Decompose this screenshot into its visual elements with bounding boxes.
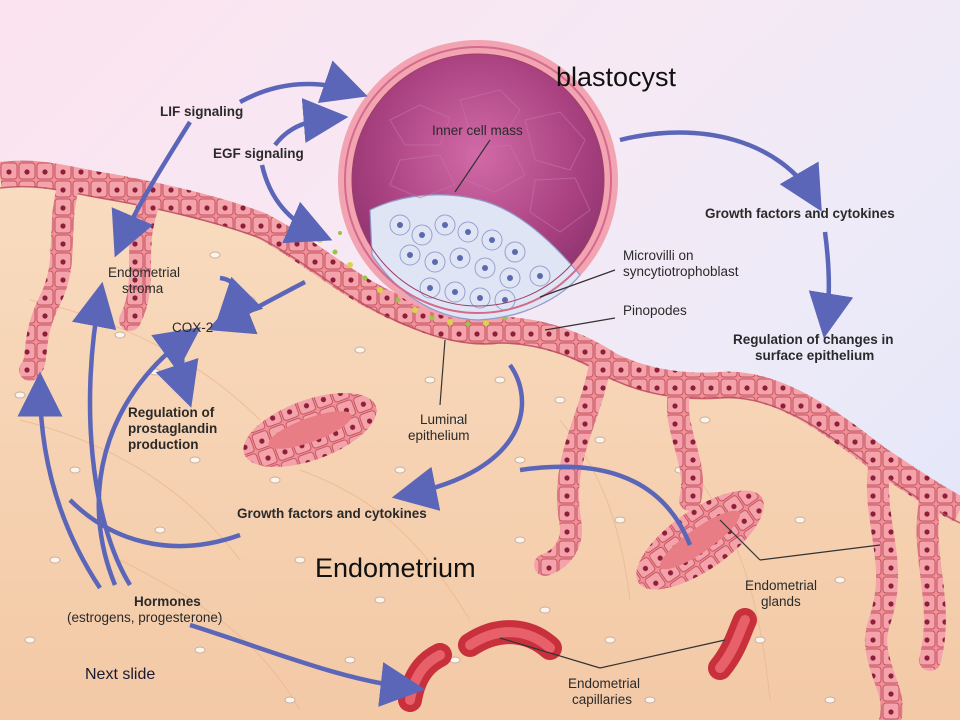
leader-lines xyxy=(439,139,881,669)
label-hormones: Hormones xyxy=(134,594,201,609)
label-endometrial-glands-line1: Endometrial xyxy=(745,578,818,593)
label-luminal-epithelium-line1: Luminal xyxy=(420,412,468,427)
label-microvilli-line2: syncytiotrophoblast xyxy=(623,264,739,279)
label-regulation-prostaglandin: Regulation of prostaglandin production xyxy=(128,405,217,453)
blastocyst xyxy=(338,40,618,321)
gland-cross-sections xyxy=(243,393,764,590)
label-regulation-prostaglandin-line2: prostaglandin xyxy=(128,421,218,436)
title-blastocyst: blastocyst xyxy=(556,62,677,92)
label-egf-signaling: EGF signaling xyxy=(213,146,304,161)
label-regulation-surface: Regulation of changes in surface epithel… xyxy=(733,332,894,364)
label-hormones-detail: (estrogens, progesterone) xyxy=(67,610,223,625)
label-endometrial-glands-line2: glands xyxy=(761,594,801,609)
signaling-arrows xyxy=(17,60,854,707)
title-endometrium: Endometrium xyxy=(315,553,476,583)
label-growth-factors-bottom: Growth factors and cytokines xyxy=(237,506,427,521)
label-regulation-prostaglandin-line1: Regulation of xyxy=(128,405,215,420)
label-endometrial-capillaries: Endometrial capillaries xyxy=(568,676,640,708)
label-endometrial-stroma-line1: Endometrial xyxy=(108,265,181,280)
label-inner-cell-mass: Inner cell mass xyxy=(432,123,523,138)
next-slide-link[interactable]: Next slide xyxy=(85,666,156,683)
label-lif-signaling: LIF signaling xyxy=(160,104,244,119)
label-endometrial-stroma-line2: stroma xyxy=(122,281,164,296)
label-microvilli-line1: Microvilli on xyxy=(623,248,694,263)
label-regulation-surface-line2: surface epithelium xyxy=(755,348,875,363)
label-regulation-prostaglandin-line3: production xyxy=(128,437,199,452)
label-endometrial-glands: Endometrial glands xyxy=(745,578,817,610)
label-luminal-epithelium-line2: epithelium xyxy=(408,428,470,443)
label-growth-factors-top: Growth factors and cytokines xyxy=(705,206,895,221)
label-endometrial-stroma: Endometrial stroma xyxy=(108,265,180,297)
label-regulation-surface-line1: Regulation of changes in xyxy=(733,332,894,347)
label-endometrial-capillaries-line2: capillaries xyxy=(572,692,633,707)
label-luminal-epithelium: Luminal epithelium xyxy=(408,412,470,444)
label-microvilli: Microvilli on syncytiotrophoblast xyxy=(623,248,739,280)
label-cox2: COX-2 xyxy=(172,320,214,335)
endometrial-glands xyxy=(19,169,946,720)
label-pinopodes: Pinopodes xyxy=(623,303,687,318)
label-endometrial-capillaries-line1: Endometrial xyxy=(568,676,641,691)
